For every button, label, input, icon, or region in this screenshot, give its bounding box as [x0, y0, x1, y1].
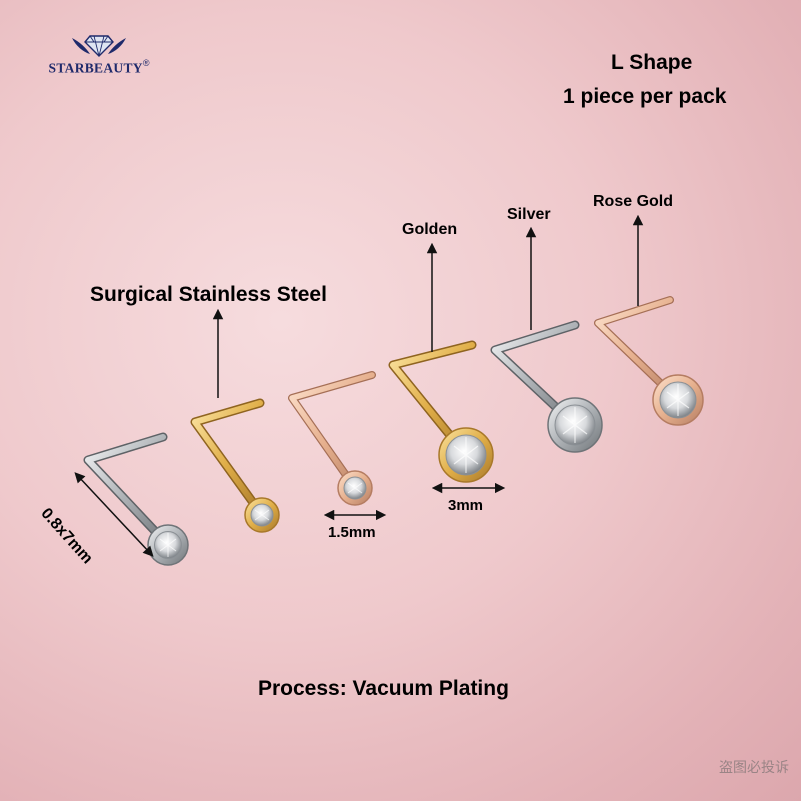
nose-stud-silver-small: [83, 432, 189, 566]
large-gem-size-label: 3mm: [448, 497, 484, 514]
nose-stud-rose-gold-large: [594, 296, 704, 426]
nose-stud-gold-large: [388, 340, 494, 483]
rose-gold-label: Rose Gold: [593, 193, 674, 210]
nose-stud-silver-large: [490, 320, 603, 453]
small-gem-size-label: 1.5mm: [328, 524, 376, 541]
watermark-text: 盗图必投诉: [719, 760, 789, 776]
pin-length-arrow: [74, 472, 154, 557]
pack-quantity: 1 piece per pack: [563, 85, 727, 108]
nose-stud-gold-small: [190, 398, 280, 533]
brand-name: STARBEAUTY: [48, 60, 143, 76]
brand-logo: STARBEAUTY®: [40, 28, 158, 77]
silver-label: Silver: [507, 206, 551, 223]
material-label: Surgical Stainless Steel: [90, 283, 327, 306]
diamond-wings-logo-icon: [72, 35, 126, 57]
registered-mark: ®: [142, 58, 150, 68]
golden-label: Golden: [402, 221, 458, 238]
process-label: Process: Vacuum Plating: [258, 677, 509, 700]
shape-title: L Shape: [611, 51, 693, 74]
nose-stud-rose-gold-small: [288, 371, 376, 506]
